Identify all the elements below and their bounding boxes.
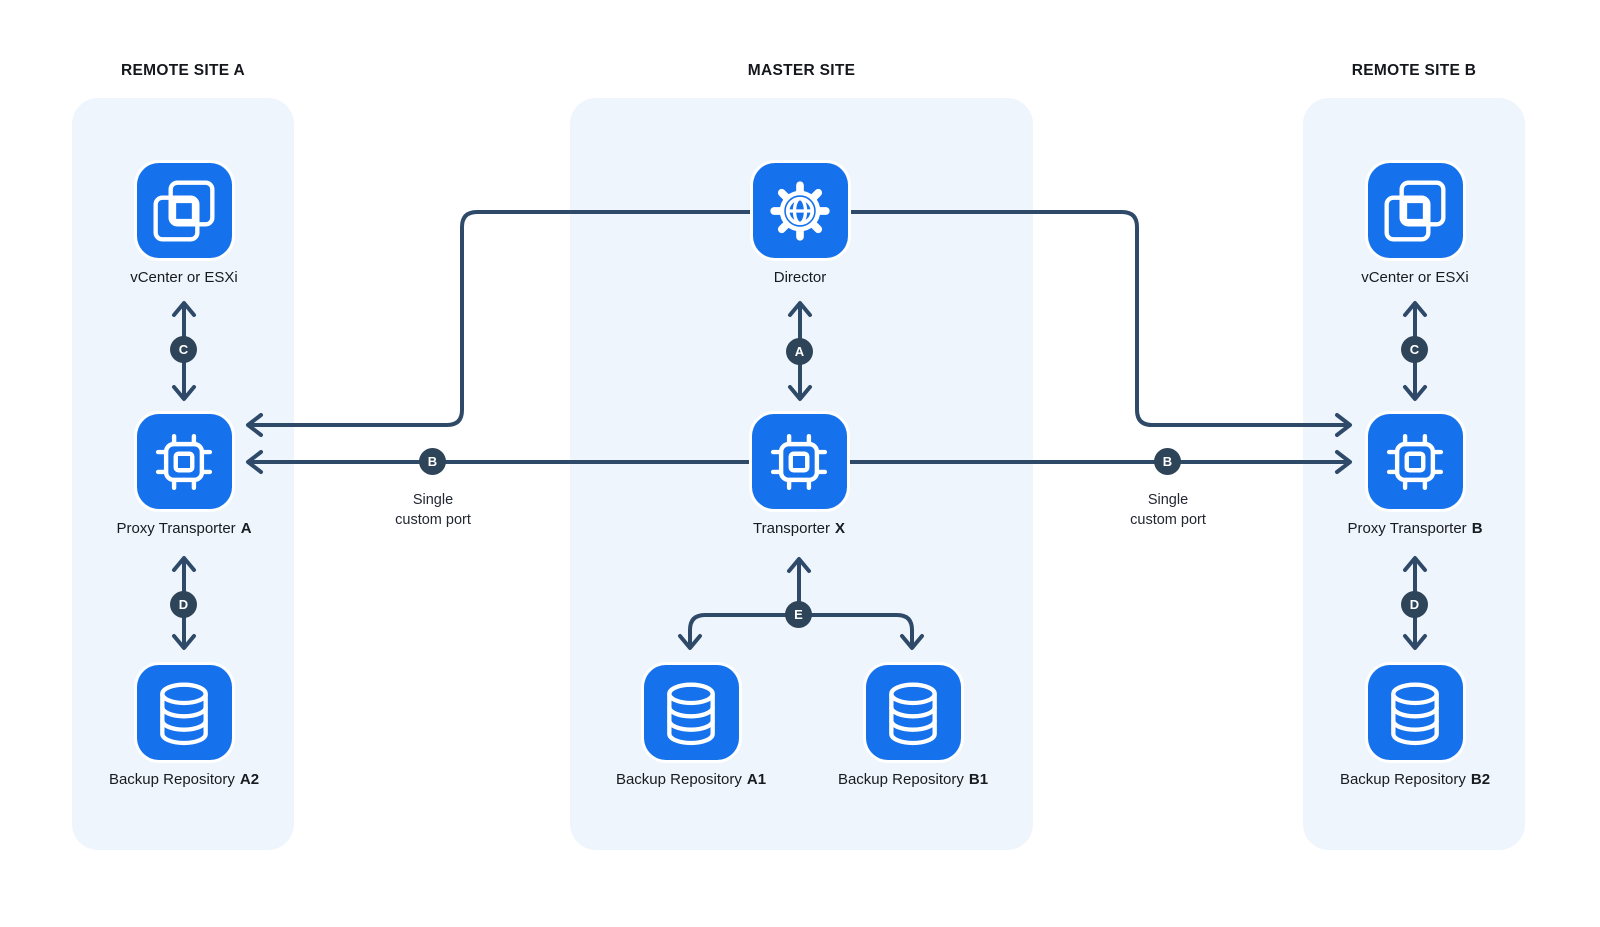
badge-c-left: C	[170, 336, 197, 363]
node-vcenter-a: vCenter or ESXi	[54, 163, 314, 286]
badge-d-right: D	[1401, 591, 1428, 618]
cpu-chip-icon	[751, 414, 847, 509]
vsphere-icon	[1367, 163, 1463, 258]
single-custom-port-label-right: Single custom port	[1130, 492, 1206, 528]
database-icon	[643, 665, 739, 760]
database-icon	[1367, 665, 1463, 760]
site-title-remote-a: REMOTE SITE A	[121, 62, 245, 79]
badge-a: A	[786, 338, 813, 365]
cpu-chip-icon	[1367, 414, 1463, 509]
badge-c-right: C	[1401, 336, 1428, 363]
badge-d-left: D	[170, 591, 197, 618]
site-title-master: MASTER SITE	[747, 62, 856, 79]
database-icon	[865, 665, 961, 760]
gear-globe-icon	[752, 163, 848, 258]
site-title-remote-b: REMOTE SITE B	[1351, 62, 1477, 79]
node-label: vCenter or ESXi	[1361, 269, 1469, 286]
node-label: vCenter or ESXi	[130, 269, 238, 286]
node-vcenter-b: vCenter or ESXi	[1285, 163, 1545, 286]
node-label: Director	[773, 269, 827, 286]
badge-b-right: B	[1154, 448, 1181, 475]
badge-e: E	[785, 601, 812, 628]
database-icon	[136, 665, 232, 760]
badge-b-left: B	[419, 448, 446, 475]
node-director: Director	[670, 163, 930, 286]
vsphere-icon	[136, 163, 232, 258]
single-custom-port-label-left: Single custom port	[395, 492, 471, 528]
cpu-chip-icon	[136, 414, 232, 509]
